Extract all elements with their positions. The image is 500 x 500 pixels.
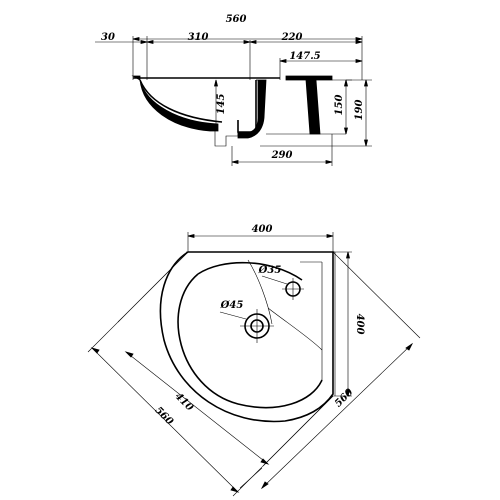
dim-ledge: 147.5	[289, 51, 320, 62]
dim-inner-depth: 145	[216, 94, 227, 115]
dim-right-width: 220	[281, 32, 303, 43]
arrow	[132, 36, 140, 42]
arrow	[355, 36, 363, 42]
tap-hole-leader	[261, 275, 288, 285]
arrow	[279, 58, 287, 64]
dim-right-edge: 400	[354, 314, 365, 335]
arrow	[326, 233, 334, 239]
ext-diag-right-top	[332, 251, 421, 339]
dim-total-width: 560	[226, 14, 247, 25]
drain-hole-leader	[219, 311, 247, 320]
arrow	[363, 79, 369, 87]
basin-bowl-wall	[131, 75, 219, 132]
arrow	[249, 39, 257, 45]
arrow	[231, 159, 239, 165]
drain-pipe	[237, 80, 257, 133]
arrow	[363, 139, 369, 147]
dim-diag-outer: 560	[152, 405, 175, 428]
arrow	[355, 39, 363, 45]
arrow	[243, 39, 251, 45]
arrow	[260, 458, 270, 465]
arrow	[213, 79, 219, 87]
dim-bottom-width: 290	[271, 150, 293, 161]
basin-outline	[159, 251, 334, 423]
inner-rim-bowl	[177, 273, 323, 409]
arrow	[345, 389, 351, 397]
arrow	[187, 233, 195, 239]
arrow	[90, 347, 100, 354]
dim-left-offset: 30	[101, 32, 115, 43]
arrow	[213, 123, 219, 131]
arrow	[325, 159, 333, 165]
dim-bracket-height: 150	[334, 95, 345, 116]
dim-tap-hole: Ø35	[258, 265, 282, 276]
dim-line-560-right	[261, 343, 413, 489]
dim-top-edge: 400	[252, 224, 273, 235]
tap-deck-curve	[247, 259, 273, 325]
arrow	[124, 351, 134, 358]
dim-line-410	[125, 351, 269, 465]
drain-outlet	[214, 131, 239, 147]
arrow	[405, 342, 414, 351]
wall-bracket	[285, 75, 333, 135]
basin-back-wall	[237, 79, 267, 139]
dim-diag-inner: 410	[172, 391, 195, 414]
side-view: 560 30 310 220 147.5 145 150 190	[95, 14, 372, 166]
tap-deck-curve-lower	[267, 307, 323, 351]
inner-rim-top	[197, 261, 303, 281]
arrow	[345, 251, 351, 259]
dim-total-height: 190	[354, 100, 365, 121]
dim-diag-right: 560	[333, 387, 356, 410]
arrow	[355, 58, 363, 64]
top-view: 400 400 Ø35 Ø45	[87, 224, 421, 497]
ext-diag-left-b	[87, 251, 189, 353]
dim-drain-hole: Ø45	[220, 300, 244, 311]
dim-line-560-left	[91, 347, 239, 493]
arrow	[343, 127, 349, 135]
arrow	[146, 39, 154, 45]
arrow	[230, 486, 240, 493]
arrow	[343, 79, 349, 87]
basin-inner-curve	[139, 79, 223, 123]
dim-basin-width: 310	[188, 32, 209, 43]
ext-diag-right-bottom	[239, 467, 263, 489]
arrow	[140, 39, 148, 45]
arrow	[260, 481, 269, 490]
